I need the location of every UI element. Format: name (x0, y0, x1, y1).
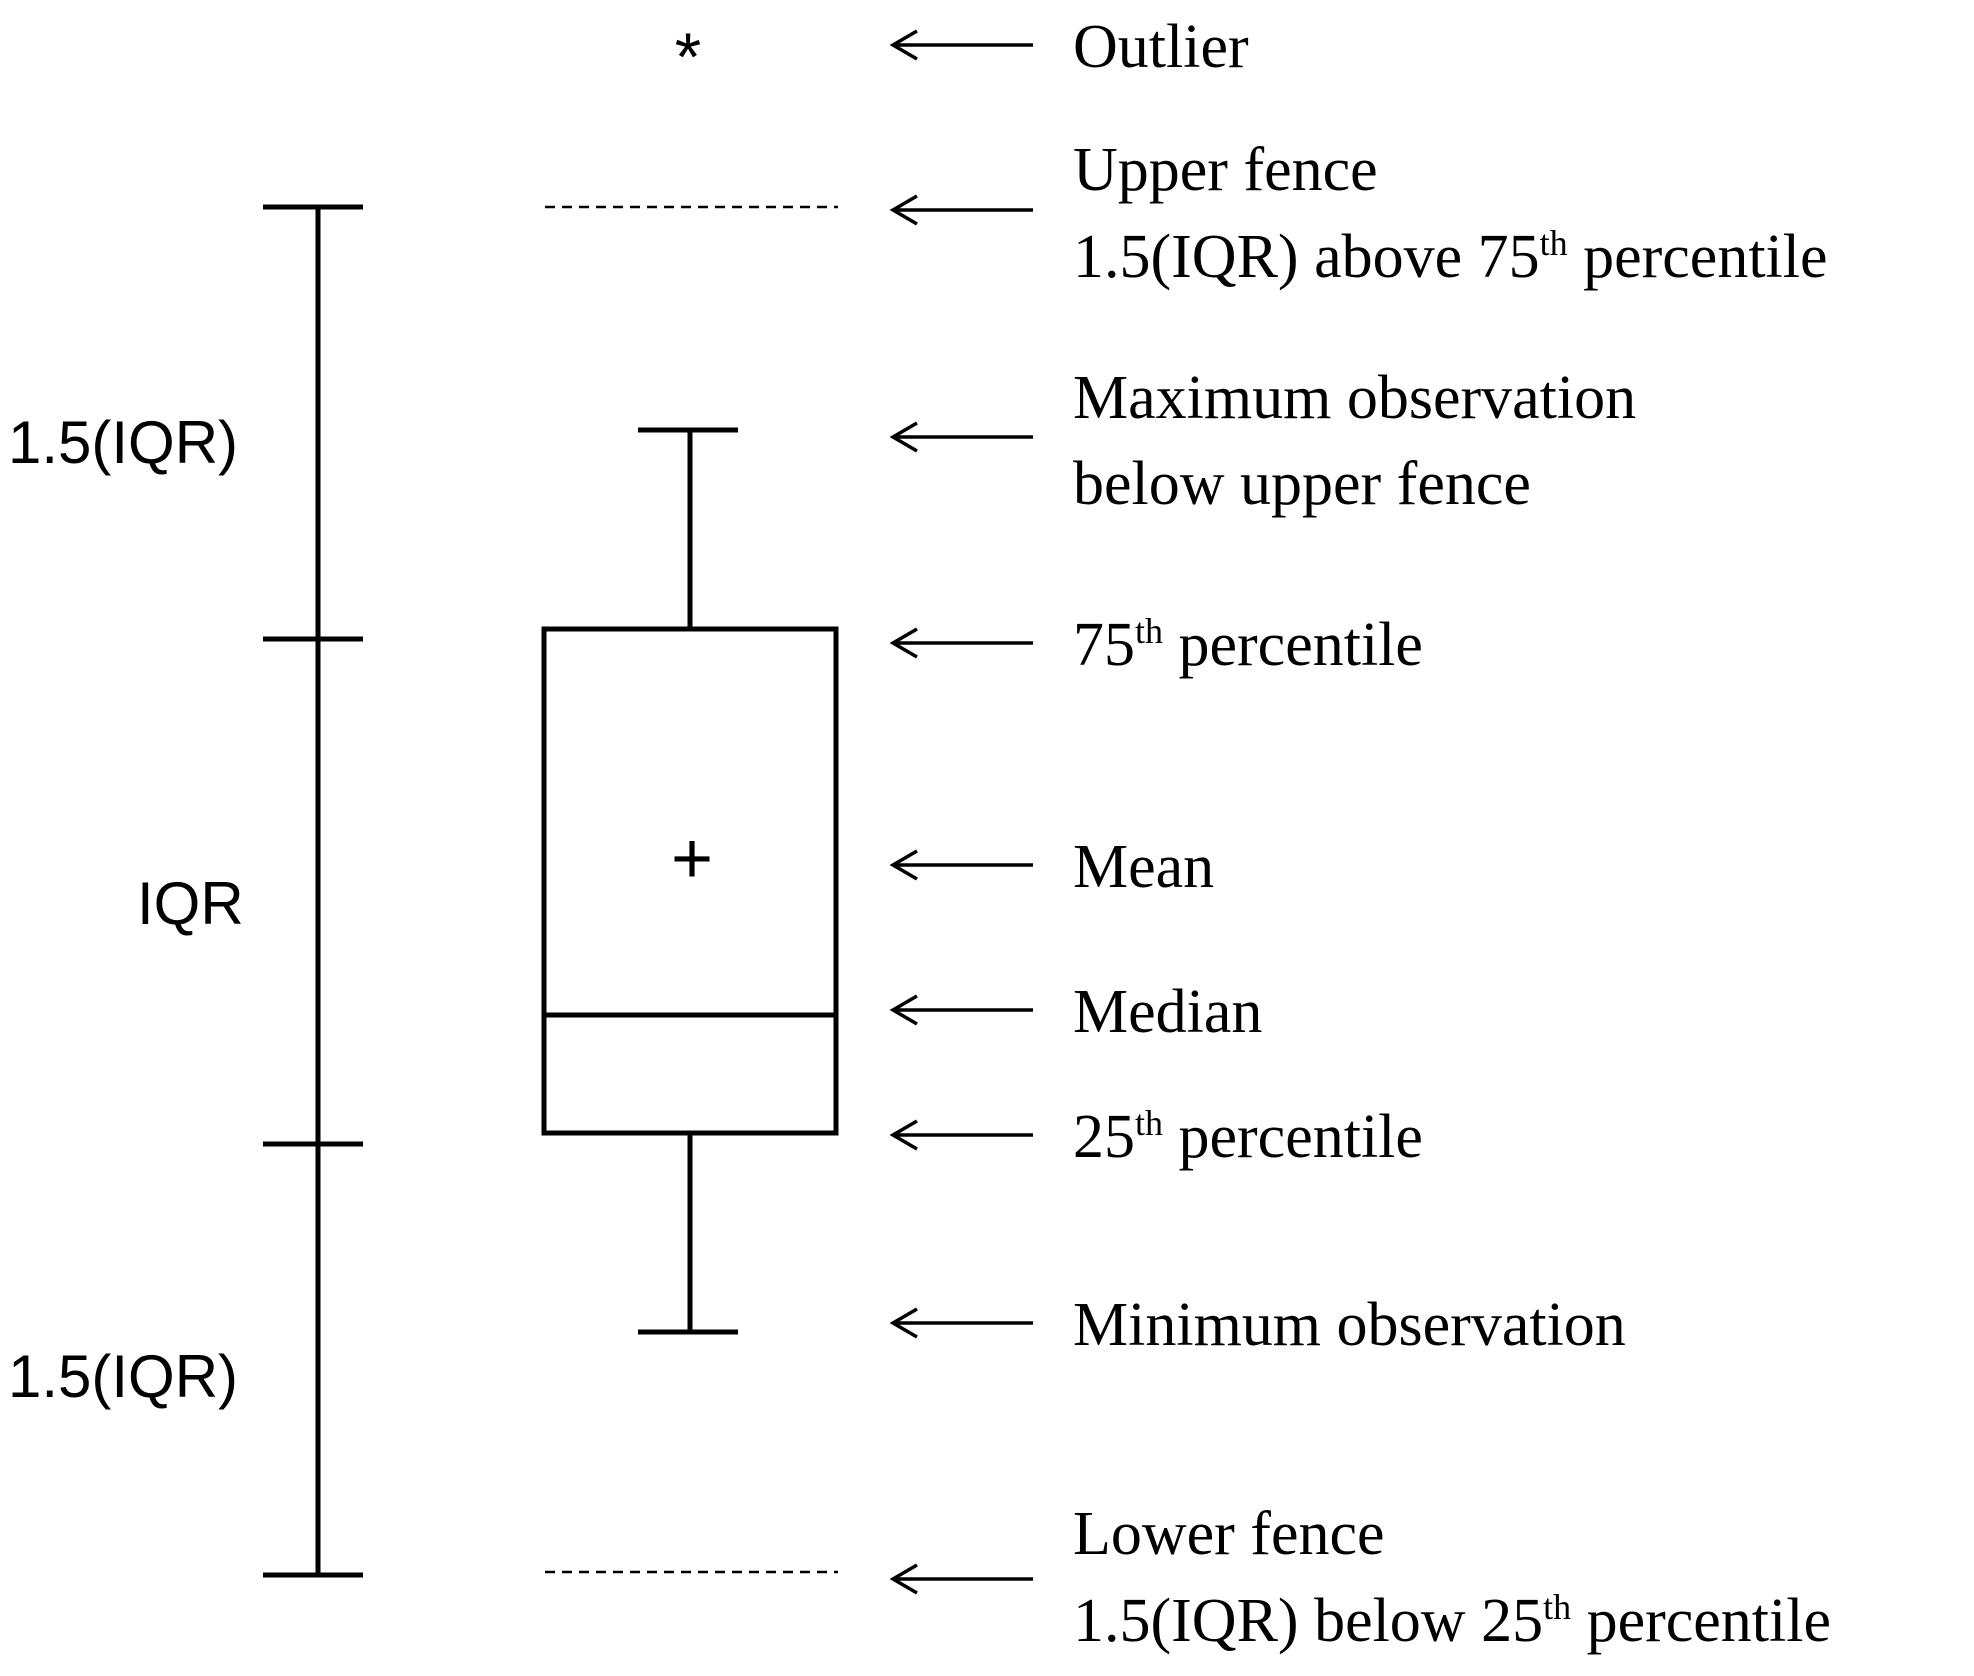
p75-sup: th (1135, 611, 1163, 651)
arrow-lower-fence (889, 1563, 1033, 1595)
upper-fence-desc-post: percentile (1568, 223, 1828, 291)
arrow-outlier (889, 29, 1033, 61)
upper-fence-desc-sup: th (1540, 223, 1568, 263)
p75-suffix: percentile (1163, 611, 1423, 679)
label-lower-fence-desc: 1.5(IQR) below 25th percentile (1073, 1587, 1831, 1655)
p75-number: 75 (1073, 611, 1135, 679)
upper-fence-desc-main: 1.5(IQR) above 75 (1073, 223, 1540, 291)
arrow-max-observation (889, 421, 1033, 453)
arrow-upper-fence (889, 194, 1033, 226)
scale-label-lower: 1.5(IQR) (8, 1343, 238, 1410)
label-lower-fence-title: Lower fence (1073, 1500, 1385, 1568)
mean-marker: + (671, 819, 713, 899)
label-upper-fence-desc: 1.5(IQR) above 75th percentile (1073, 223, 1828, 291)
lower-fence-desc-post: percentile (1571, 1587, 1831, 1655)
scale-label-iqr: IQR (137, 870, 244, 937)
iqr-scale-ruler (263, 204, 363, 1578)
outlier-marker: * (675, 19, 701, 95)
label-max-line2: below upper fence (1073, 450, 1531, 518)
p25-number: 25 (1073, 1103, 1135, 1171)
annotation-arrows (889, 29, 1033, 1595)
scale-label-upper: 1.5(IQR) (8, 409, 238, 476)
lower-fence-desc-main: 1.5(IQR) below 25 (1073, 1587, 1543, 1655)
p25-suffix: percentile (1163, 1103, 1423, 1171)
label-upper-fence-title: Upper fence (1073, 136, 1378, 204)
annotation-labels: Outlier Upper fence 1.5(IQR) above 75th … (1073, 13, 1831, 1655)
lower-fence-desc-sup: th (1543, 1587, 1571, 1627)
label-mean: Mean (1073, 833, 1214, 901)
label-median: Median (1073, 978, 1262, 1046)
p25-sup: th (1135, 1103, 1163, 1143)
box-plot: * + (541, 19, 839, 1574)
arrow-mean (889, 849, 1033, 881)
label-p75: 75th percentile (1073, 611, 1423, 679)
arrow-p75 (889, 627, 1033, 659)
arrow-p25 (889, 1119, 1033, 1151)
label-min: Minimum observation (1073, 1291, 1626, 1359)
label-p25: 25th percentile (1073, 1103, 1423, 1171)
label-max-line1: Maximum observation (1073, 364, 1636, 432)
arrow-min-observation (889, 1307, 1033, 1339)
arrow-median (889, 994, 1033, 1026)
label-outlier: Outlier (1073, 13, 1249, 81)
